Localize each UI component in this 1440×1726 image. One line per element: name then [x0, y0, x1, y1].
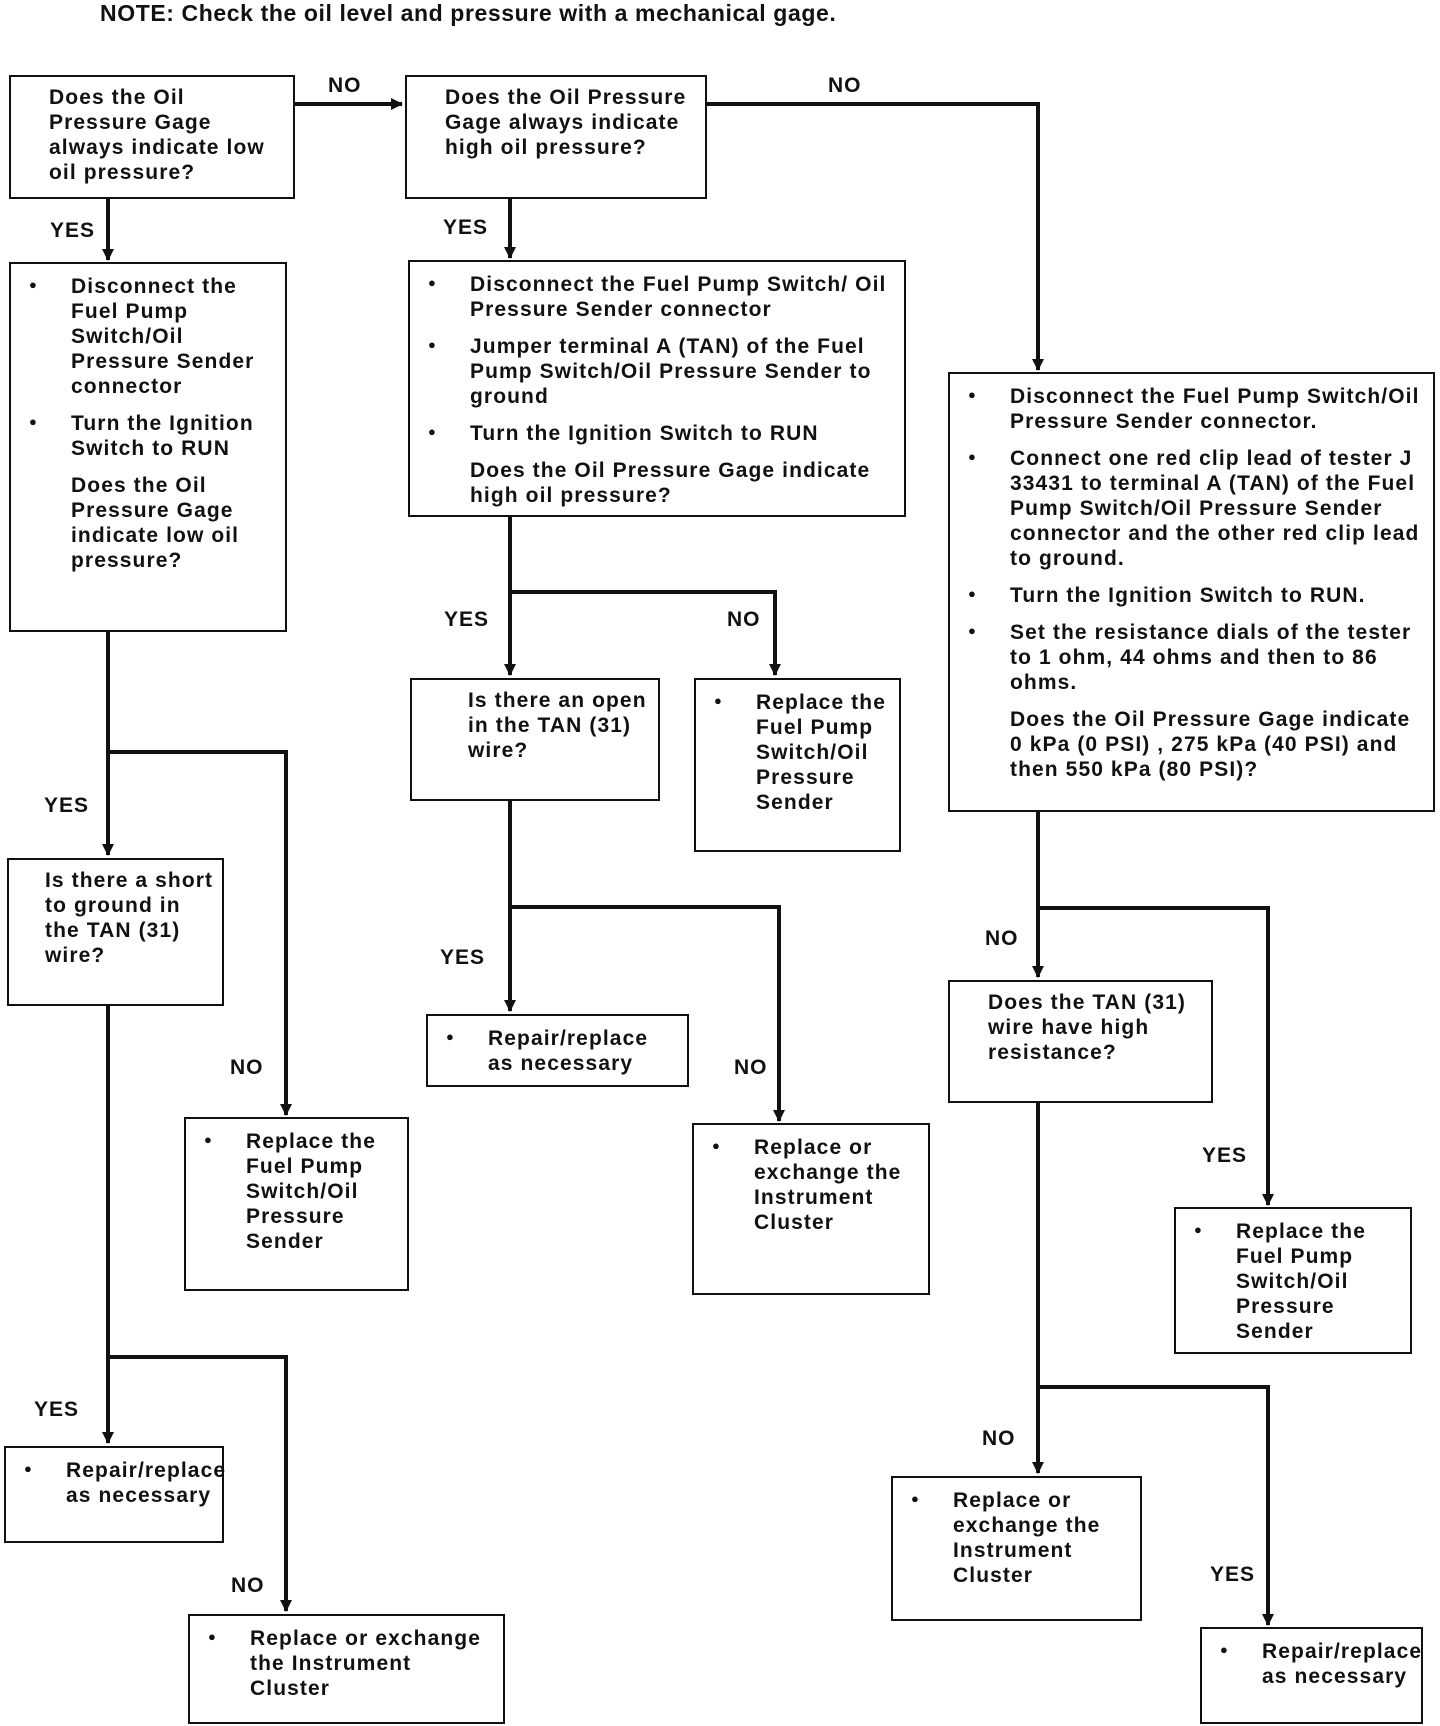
edge-label-yes: YES	[1210, 1563, 1256, 1586]
action-cluster-right: Replace or exchange the Instrument Clust…	[891, 1476, 1142, 1621]
step-ignition-run: Turn the Ignition Switch to RUN	[410, 419, 894, 446]
action-repair-mid: Repair/replace as necessary	[426, 1014, 689, 1087]
action-replace-sender-left: Replace the Fuel Pump Switch/Oil Pressur…	[184, 1117, 409, 1291]
page-note: NOTE: Check the oil level and pressure w…	[100, 0, 837, 26]
question-high-resistance: Does the TAN (31) wire have high resista…	[948, 980, 1213, 1103]
edge-label-no: NO	[231, 1574, 265, 1597]
connector-resist-yes	[1038, 1385, 1274, 1626]
step-box-right: Disconnect the Fuel Pump Switch/Oil Pres…	[948, 372, 1435, 812]
step-box-middle: Disconnect the Fuel Pump Switch/ Oil Pre…	[408, 260, 906, 517]
action-replace-sender-mid: Replace the Fuel Pump Switch/Oil Pressur…	[694, 678, 901, 852]
edge-label-no: NO	[828, 74, 862, 97]
connector-open-no	[510, 905, 785, 1122]
connector-right-yes	[1038, 906, 1274, 1206]
connector-mid-no	[510, 590, 781, 676]
step-disconnect: Disconnect the Fuel Pump Switch/Oil Pres…	[11, 272, 275, 399]
edge-label-yes: YES	[1202, 1144, 1248, 1167]
edge-label-no: NO	[727, 608, 761, 631]
step-disconnect: Disconnect the Fuel Pump Switch/ Oil Pre…	[410, 270, 894, 322]
edge-label-yes: YES	[440, 946, 486, 969]
step-question: Does the Oil Pressure Gage indicate high…	[470, 459, 871, 507]
action-cluster-mid: Replace or exchange the Instrument Clust…	[692, 1123, 930, 1295]
step-ignition-run: Turn the Ignition Switch to RUN.	[950, 581, 1423, 608]
step-connect-tester: Connect one red clip lead of tester J 33…	[950, 444, 1423, 571]
step-disconnect: Disconnect the Fuel Pump Switch/Oil Pres…	[950, 382, 1423, 434]
step-question: Does the Oil Pressure Gage indicate 0 kP…	[1010, 708, 1411, 781]
question-high-pressure: Does the Oil Pressure Gage always indica…	[405, 75, 707, 199]
edge-label-no: NO	[985, 927, 1019, 950]
edge-label-no: NO	[734, 1056, 768, 1079]
step-box-left: Disconnect the Fuel Pump Switch/Oil Pres…	[9, 262, 287, 632]
connector-left-no	[108, 750, 292, 1116]
question-short-to-ground: Is there a short to ground in the TAN (3…	[7, 858, 224, 1006]
edge-label-yes: YES	[44, 794, 90, 817]
action-replace-sender-right: Replace the Fuel Pump Switch/Oil Pressur…	[1174, 1207, 1412, 1354]
step-jumper: Jumper terminal A (TAN) of the Fuel Pump…	[410, 332, 894, 409]
connector-short-no	[108, 1355, 292, 1612]
edge-label-yes: YES	[34, 1398, 80, 1421]
edge-label-no: NO	[230, 1056, 264, 1079]
edge-label-yes: YES	[50, 219, 96, 242]
edge-label-yes: YES	[444, 608, 490, 631]
edge-label-no: NO	[328, 74, 362, 97]
edge-label-no: NO	[982, 1427, 1016, 1450]
action-repair-left: Repair/replace as necessary	[4, 1446, 225, 1543]
action-cluster-left: Replace or exchange the Instrument Clust…	[188, 1614, 505, 1724]
step-ignition-run: Turn the Ignition Switch to RUN	[11, 409, 275, 461]
edge-label-yes: YES	[443, 216, 489, 239]
connector-q2-no	[707, 102, 1044, 371]
question-low-pressure: Does the Oil Pressure Gage always indica…	[9, 75, 295, 199]
action-repair-right: Repair/replace as necessary	[1200, 1627, 1423, 1724]
step-question: Does the Oil Pressure Gage indicate low …	[71, 474, 240, 572]
question-open-wire: Is there an open in the TAN (31) wire?	[410, 678, 660, 801]
step-set-dials: Set the resistance dials of the tester t…	[950, 618, 1423, 695]
